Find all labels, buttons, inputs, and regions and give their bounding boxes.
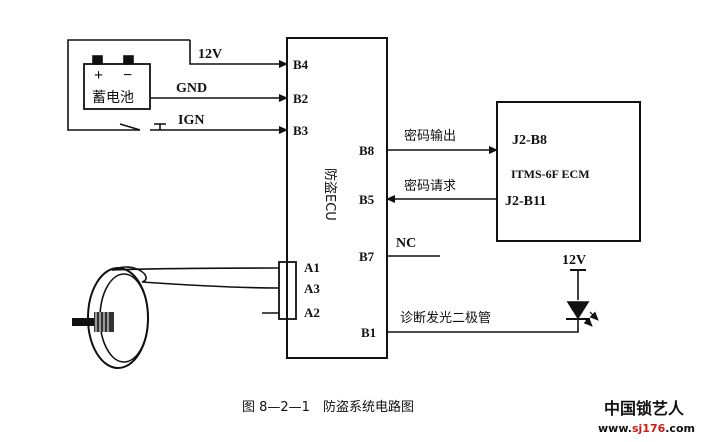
battery-minus-label: − [123,67,132,84]
wire-diag-led [387,320,579,333]
pin-b2: B2 [293,91,308,106]
watermark-url: www.sj176.com [598,422,695,435]
label-12v: 12V [198,47,222,62]
ecm-pin-j2-b8: J2-B8 [512,133,547,148]
battery-enclosure [67,39,190,131]
label-diag-led: 诊断发光二极管 [400,310,491,326]
label-code-output: 密码输出 [404,128,456,144]
watermark-url-domain: sj176 [632,422,666,435]
ecm-name: ITMS-6F ECM [511,167,590,181]
battery-terminal-minus [123,55,134,65]
figure-caption: 图 8—2—1 防盗系统电路图 [242,399,414,415]
pin-a1: A1 [304,260,320,275]
battery-plus-label: + [94,67,103,84]
coil-wire-a1 [111,267,280,271]
label-gnd: GND [176,81,207,96]
label-nc: NC [396,236,416,251]
battery-label: 蓄电池 [92,90,134,106]
pin-b1: B1 [361,325,376,340]
pin-a2: A2 [304,305,320,320]
pin-b5: B5 [359,192,375,207]
pin-a3: A3 [304,281,320,296]
watermark-url-suffix: .com [665,422,695,435]
label-ign: IGN [178,113,204,128]
ign-switch [119,123,141,131]
key-icon [72,312,114,332]
ecm-pin-j2-b11: J2-B11 [505,194,546,209]
pin-b3: B3 [293,123,309,138]
coil-wire-a3 [141,281,280,289]
ground-icon [154,123,166,130]
label-code-request: 密码请求 [404,178,456,194]
watermark-url-prefix: www. [598,422,632,435]
ecm-box [496,101,641,242]
label-led-12v: 12V [562,253,586,268]
led-icon [566,301,590,320]
ecu-a-connector [278,261,297,320]
watermark-name: 中国锁艺人 [604,399,685,418]
ecu-name: 防盗ECU [322,168,338,221]
pin-b7: B7 [359,249,375,264]
pin-b4: B4 [293,57,309,72]
led-light-ray-2 [583,317,593,327]
pin-b8: B8 [359,143,375,158]
coil-housing [111,266,147,283]
led-light-ray-1 [589,311,599,321]
battery [83,63,151,110]
battery-terminal-plus [92,55,103,65]
wire-12v [189,40,288,68]
